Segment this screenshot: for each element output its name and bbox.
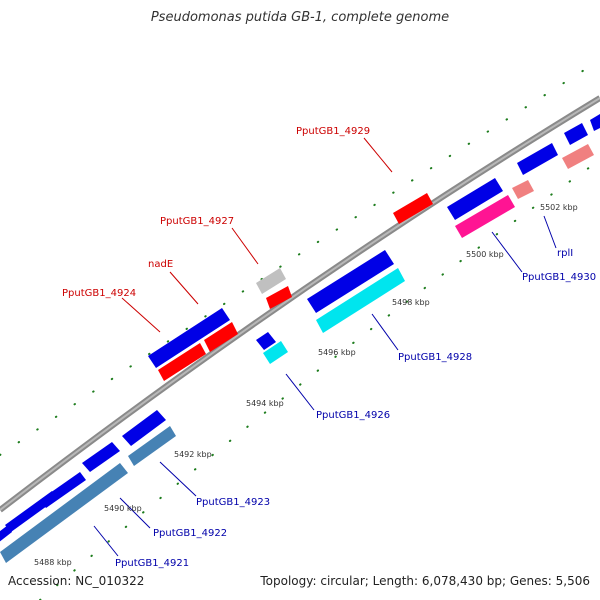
gene-cds-reverse <box>158 343 206 381</box>
gene-cds-forward <box>122 410 166 446</box>
gene-cds-forward <box>307 250 394 313</box>
inner-tick-track <box>39 159 600 600</box>
scale-label: 5500 kbp <box>466 250 504 259</box>
reverse-strand-genes <box>158 193 433 381</box>
gene-feature <box>316 268 405 333</box>
gene-feature <box>263 341 288 364</box>
gene-cds-forward <box>590 114 600 131</box>
gene-label-pputgb1-4929: PputGB1_4929 <box>296 126 370 137</box>
gene-label-pputgb1-4927: PputGB1_4927 <box>160 216 234 227</box>
gene-cds-forward <box>564 123 588 145</box>
genome-summary-text: Topology: circular; Length: 6,078,430 bp… <box>260 574 590 588</box>
gene-feature <box>128 426 176 466</box>
gene-label-nade: nadE <box>148 259 173 270</box>
gene-cds-reverse <box>393 193 433 224</box>
gene-label-pputgb1-4921: PputGB1_4921 <box>115 558 189 569</box>
genome-backbone <box>0 95 600 513</box>
label-leader-lines <box>93 137 557 557</box>
map-title: Pseudomonas putida GB-1, complete genome <box>150 10 450 25</box>
gene-cds-forward <box>517 143 558 175</box>
gene-label-pputgb1-4928: PputGB1_4928 <box>398 352 472 363</box>
scale-label: 5502 kbp <box>540 203 578 212</box>
gene-label-rpli: rplI <box>557 248 573 259</box>
gene-cds-forward <box>447 178 503 220</box>
gene-cds-reverse <box>266 286 292 309</box>
gene-feature <box>562 144 594 169</box>
scale-label: 5488 kbp <box>34 558 72 567</box>
gene-label-pputgb1-4924: PputGB1_4924 <box>62 288 136 299</box>
scale-label: 5496 kbp <box>318 348 356 357</box>
scale-label: 5492 kbp <box>174 450 212 459</box>
gene-cds-forward <box>256 332 276 350</box>
gene-cds-forward <box>40 472 86 508</box>
gene-cds-forward <box>82 442 120 472</box>
accession-text: Accession: NC_010322 <box>8 574 145 588</box>
gene-feature <box>512 180 534 199</box>
forward-strand-genes <box>0 114 600 542</box>
gene-feature <box>455 195 515 238</box>
gene-cds-reverse <box>204 322 238 352</box>
gene-label-pputgb1-4923: PputGB1_4923 <box>196 497 270 508</box>
gene-label-pputgb1-4930: PputGB1_4930 <box>522 272 596 283</box>
scale-label: 5490 kbp <box>104 504 142 513</box>
scale-label: 5498 kbp <box>392 298 430 307</box>
gene-pseudo <box>256 268 286 294</box>
gene-feature <box>0 463 128 563</box>
forward-lower-track <box>0 144 594 563</box>
gene-label-pputgb1-4922: PputGB1_4922 <box>153 528 227 539</box>
gene-cds-forward <box>148 308 230 368</box>
outer-tick-track <box>0 59 600 456</box>
scale-label: 5494 kbp <box>246 399 284 408</box>
gene-label-pputgb1-4926: PputGB1_4926 <box>316 410 390 421</box>
